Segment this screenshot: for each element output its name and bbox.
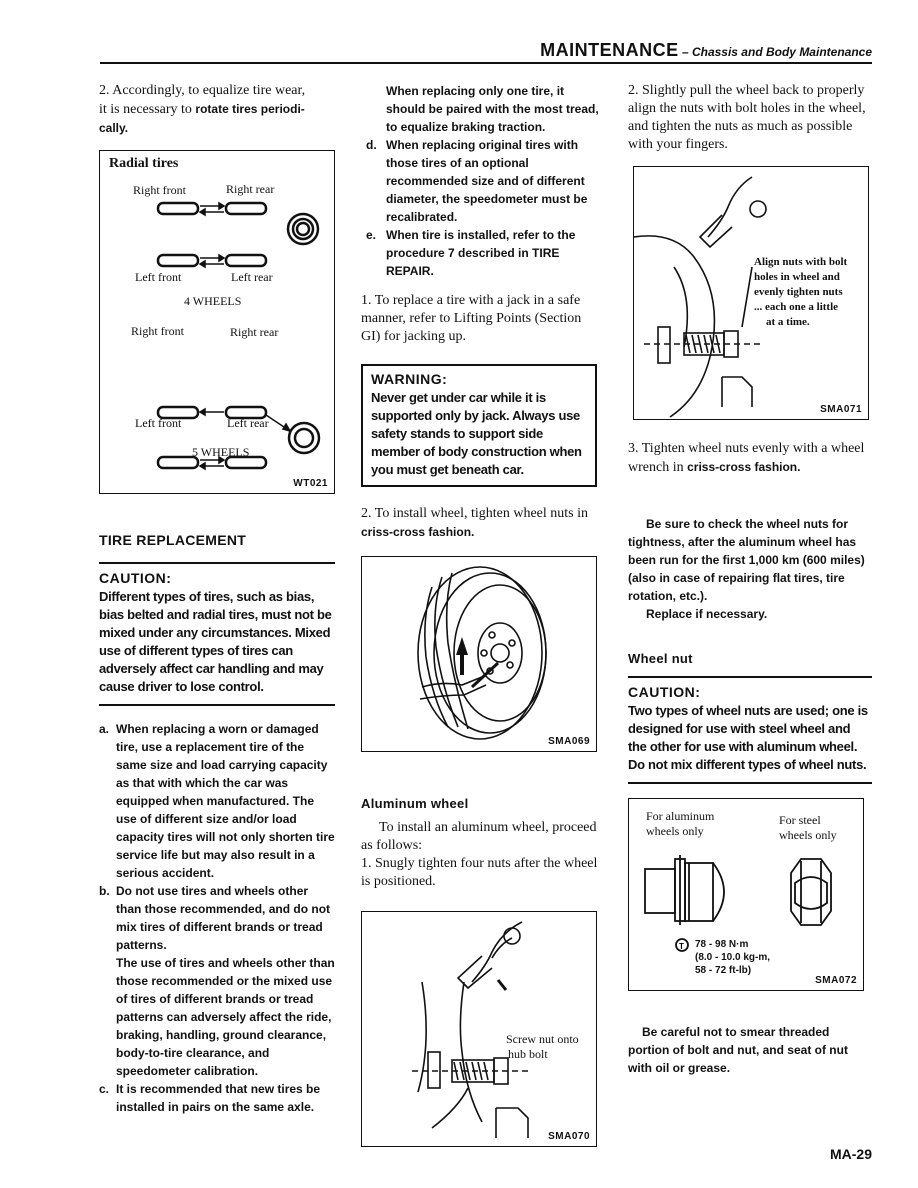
step-3-tighten: 3. Tighten wheel nuts evenly with a whee… [628, 441, 865, 475]
rotation-diagram [156, 201, 321, 471]
label-left-front-5: Left front [135, 416, 182, 430]
column-1: 2. Accordingly, to equalize tire wear, i… [99, 82, 335, 1116]
label-right-rear: Right rear [226, 182, 275, 196]
page-number: MA-29 [829, 1146, 872, 1162]
label-right-front: Right front [133, 183, 186, 197]
column-2: When replacing only one tire, it should … [361, 82, 603, 1147]
align-label: Align nuts with bolt holes in wheel and … [754, 256, 848, 328]
list-item-d: d. When replacing original tires with th… [366, 138, 588, 224]
figure-code: SMA069 [548, 736, 590, 747]
figure-code: SMA072 [815, 975, 857, 986]
nut-illustration [412, 921, 532, 1138]
section-title-tire-replacement: TIRE REPLACEMENT [99, 532, 247, 548]
list-item-b: b. Do not use tires and wheels other tha… [99, 884, 335, 1078]
header-subtitle: – Chassis and Body Maintenance [678, 45, 872, 59]
label-left-front: Left front [135, 270, 182, 284]
warning-title: WARNING: [371, 371, 448, 387]
label-aluminum: For aluminum wheels only [646, 809, 715, 838]
list-item-e: e. When tire is installed, refer to the … [366, 228, 576, 278]
caution-text: Different types of tires, such as bias, … [99, 589, 332, 694]
label-screw-nut-2: hub bolt [508, 1047, 548, 1061]
aluminum-intro: To install an aluminum wheel, proceed as… [361, 820, 597, 853]
final-note: Be careful not to smear threaded portion… [628, 1025, 848, 1075]
torque-spec: 78 - 98 N·m (8.0 - 10.0 kg-m, 58 - 72 ft… [695, 939, 771, 976]
figure-align-nuts: Align nuts with bolt holes in wheel and … [633, 166, 869, 420]
step-2-install: 2. To install wheel, tighten wheel nuts … [361, 506, 589, 539]
nut-types-illustration: T [644, 855, 832, 952]
figure-title: Radial tires [109, 156, 179, 171]
label-right-front-5: Right front [131, 324, 184, 338]
list-item-a: a. When replacing a worn or damaged tire… [99, 722, 335, 880]
section-title-wheel-nut: Wheel nut [628, 651, 693, 666]
page-header: MAINTENANCE – Chassis and Body Maintenan… [100, 38, 872, 64]
align-illustration [633, 176, 767, 418]
label-left-rear: Left rear [231, 270, 273, 284]
figure-wheel-install: SMA069 [361, 556, 597, 752]
caution-box-tires: CAUTION: Different types of tires, such … [99, 562, 335, 706]
list-a-c: a. When replacing a worn or damaged tire… [99, 720, 335, 1116]
svg-text:T: T [679, 942, 684, 951]
intro-paragraph: 2. Accordingly, to equalize tire wear, i… [99, 83, 306, 135]
figure-code: SMA070 [548, 1131, 590, 1142]
step-2-align: 2. Slightly pull the wheel back to prope… [628, 83, 866, 152]
section-title-aluminum-wheel: Aluminum wheel [361, 796, 469, 811]
caption-5-wheels: 5 WHEELS [192, 445, 250, 459]
figure-screw-nut: Screw nut onto hub bolt SMA070 [361, 911, 597, 1147]
aluminum-step-1: 1. Snugly tighten four nuts after the wh… [361, 856, 598, 889]
list-item-c: c. It is recommended that new tires be i… [99, 1082, 321, 1114]
note-replace: Replace if necessary. [646, 607, 768, 621]
warning-text: Never get under car while it is supporte… [371, 390, 582, 477]
label-steel: For steel wheels only [779, 813, 837, 842]
column-3: 2. Slightly pull the wheel back to prope… [628, 82, 872, 1077]
label-screw-nut-1: Screw nut onto [506, 1032, 579, 1046]
header-main-title: MAINTENANCE [540, 40, 679, 60]
figure-code: SMA071 [820, 404, 862, 415]
figure-wheel-nut-types: For aluminum wheels only For steel wheel… [628, 798, 864, 991]
label-left-rear-5: Left rear [227, 416, 269, 430]
label-right-rear-5: Right rear [230, 325, 279, 339]
continued-text: When replacing only one tire, it should … [386, 84, 599, 134]
caution-title: CAUTION: [628, 684, 701, 700]
caution-text: Two types of wheel nuts are used; one is… [628, 703, 868, 772]
note-check-nuts: Be sure to check the wheel nuts for tigh… [628, 517, 865, 603]
warning-box: WARNING: Never get under car while it is… [361, 364, 597, 487]
wheel-illustration [417, 566, 547, 740]
caution-box-nuts: CAUTION: Two types of wheel nuts are use… [628, 676, 872, 784]
header-title: MAINTENANCE – Chassis and Body Maintenan… [540, 40, 872, 61]
step-1-jack: 1. To replace a tire with a jack in a sa… [361, 293, 582, 344]
caption-4-wheels: 4 WHEELS [184, 294, 242, 308]
figure-tire-rotation: Radial tires Right front Right rear [99, 150, 335, 494]
list-d-e: d. When replacing original tires with th… [361, 136, 603, 280]
caution-title: CAUTION: [99, 570, 172, 586]
figure-code: WT021 [293, 478, 328, 489]
